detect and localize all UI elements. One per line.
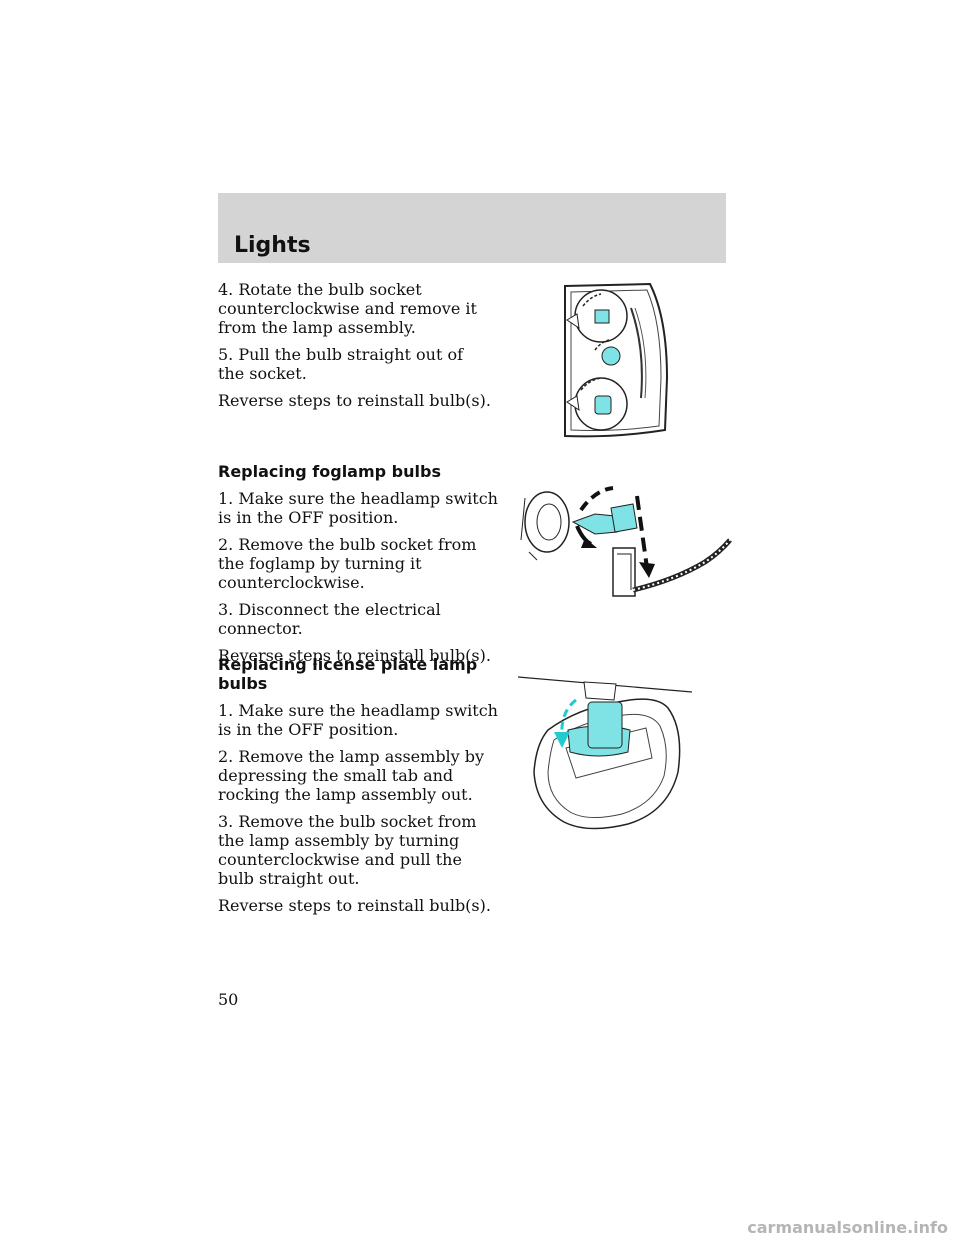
step-paragraph: Reverse steps to reinstall bulb(s). xyxy=(218,391,491,410)
foglamp-illustration xyxy=(520,486,732,597)
step-paragraph: Reverse steps to reinstall bulb(s). xyxy=(218,646,491,665)
foglamp-section: Replacing foglamp bulbs 1. Make sure the… xyxy=(218,462,508,665)
step-paragraph: 2. Remove the lamp assembly by depressin… xyxy=(218,747,485,804)
footer-watermark: carmanualsonline.info xyxy=(747,1218,948,1237)
section-heading: Replacing license plate lamp bulbs xyxy=(218,655,478,693)
step-paragraph: 1. Make sure the headlamp switch is in t… xyxy=(218,701,498,739)
step-paragraph: 1. Make sure the headlamp switch is in t… xyxy=(218,489,498,527)
step-paragraph: 4. Rotate the bulb socket counterclockwi… xyxy=(218,280,477,337)
section-heading: Replacing foglamp bulbs xyxy=(218,462,441,481)
section-header-band: Lights xyxy=(218,193,726,263)
step-paragraph: Reverse steps to reinstall bulb(s). xyxy=(218,896,491,915)
tail-lamp-steps: 4. Rotate the bulb socket counterclockwi… xyxy=(218,280,508,410)
tail-lamp-illustration xyxy=(564,282,669,438)
step-paragraph: 5. Pull the bulb straight out of the soc… xyxy=(218,345,464,383)
step-paragraph: 3. Remove the bulb socket from the lamp … xyxy=(218,812,477,888)
step-paragraph: 3. Disconnect the electrical connector. xyxy=(218,600,441,638)
page-number: 50 xyxy=(218,990,239,1009)
section-title: Lights xyxy=(234,233,311,258)
license-lamp-section: Replacing license plate lamp bulbs 1. Ma… xyxy=(218,655,508,915)
license-plate-lamp-illustration xyxy=(518,676,693,830)
step-paragraph: 2. Remove the bulb socket from the fogla… xyxy=(218,535,477,592)
